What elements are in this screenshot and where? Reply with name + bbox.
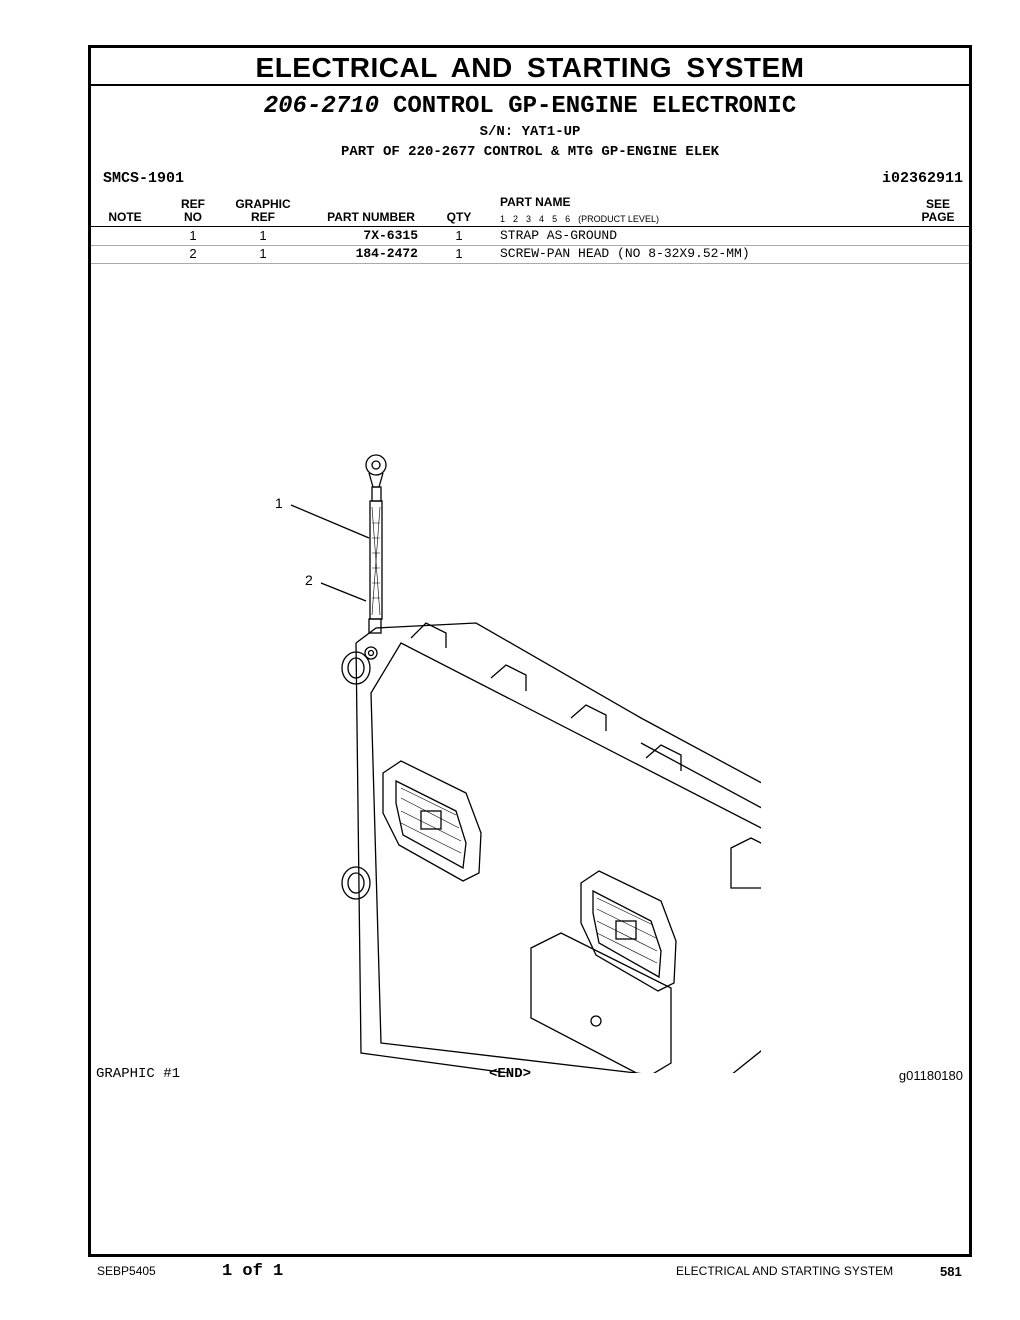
pan-head-screw (364, 646, 378, 660)
graphic-id: g01180180 (898, 1068, 963, 1083)
ecm-illustration: 1 2 (275, 454, 761, 1073)
section-title: ELECTRICAL AND STARTING SYSTEM (91, 48, 969, 86)
group-part-number[interactable]: 206-2710 (263, 93, 379, 120)
header-page: PAGE (921, 210, 955, 224)
connector-1 (382, 760, 482, 882)
row-graphic-ref: 1 (259, 228, 267, 243)
table-row: 2 1 184-2472 1 SCREW-PAN HEAD (NO 8-32X9… (91, 245, 969, 264)
header-ref-no: NO (184, 210, 202, 224)
header-see: SEE (925, 197, 950, 211)
parts-table-header: NOTE REF NO GRAPHIC REF PART NUMBER QTY … (91, 196, 969, 227)
smcs-code: SMCS-1901 (103, 170, 185, 187)
group-heading: 206-2710 CONTROL GP-ENGINE ELECTRONIC (91, 94, 969, 120)
page-frame: ELECTRICAL AND STARTING SYSTEM 206-2710 C… (88, 45, 972, 1257)
part-of-line: PART OF 220-2677 CONTROL & MTG GP-ENGINE… (340, 144, 720, 160)
table-row: 1 1 7X-6315 1 STRAP AS-GROUND (91, 227, 969, 246)
footer-page-number: 581 (940, 1264, 962, 1279)
row-qty: 1 (455, 228, 463, 243)
ground-strap (365, 454, 387, 634)
header-note: NOTE (108, 210, 142, 224)
row-part-number[interactable]: 7X-6315 (363, 228, 418, 243)
header-qty: QTY (446, 210, 472, 224)
document-ident: i02362911 (881, 170, 963, 187)
row-qty: 1 (455, 246, 463, 261)
header-graphic: GRAPHIC (235, 197, 291, 211)
row-part-name: STRAP AS-GROUND (500, 228, 618, 243)
callout-2-label: 2 (305, 572, 313, 588)
footer-section: ELECTRICAL AND STARTING SYSTEM (676, 1264, 894, 1278)
level-6: 6 (565, 214, 571, 224)
connector-2 (580, 870, 677, 992)
level-4: 4 (539, 214, 545, 224)
row-graphic-ref: 1 (259, 246, 267, 261)
level-3: 3 (526, 214, 532, 224)
row-ref-no: 2 (189, 246, 197, 261)
level-2: 2 (513, 214, 519, 224)
callout-1-leader (290, 504, 370, 539)
callout-1-label: 1 (275, 495, 283, 511)
header-graphic-ref: REF (251, 210, 275, 224)
end-marker: <END> (489, 1066, 532, 1082)
ecm-housing (341, 622, 761, 1073)
levels-label: (PRODUCT LEVEL) (578, 214, 659, 224)
serial-range: S/N: YAT1-UP (479, 124, 581, 140)
level-1: 1 (500, 214, 506, 224)
header-part-name: PART NAME (500, 195, 571, 209)
callout-2-leader (320, 582, 367, 602)
header-part-number: PART NUMBER (327, 210, 415, 224)
graphic-label: GRAPHIC #1 (96, 1066, 181, 1082)
row-part-number[interactable]: 184-2472 (355, 246, 418, 261)
footer-doc-number: SEBP5405 (97, 1264, 156, 1278)
header-ref: REF (181, 197, 205, 211)
level-5: 5 (552, 214, 558, 224)
row-ref-no: 1 (189, 228, 197, 243)
group-name: CONTROL GP-ENGINE ELECTRONIC (392, 93, 797, 120)
footer-page-of: 1 of 1 (222, 1262, 284, 1281)
row-part-name: SCREW-PAN HEAD (NO 8-32X9.52-MM) (500, 246, 750, 261)
